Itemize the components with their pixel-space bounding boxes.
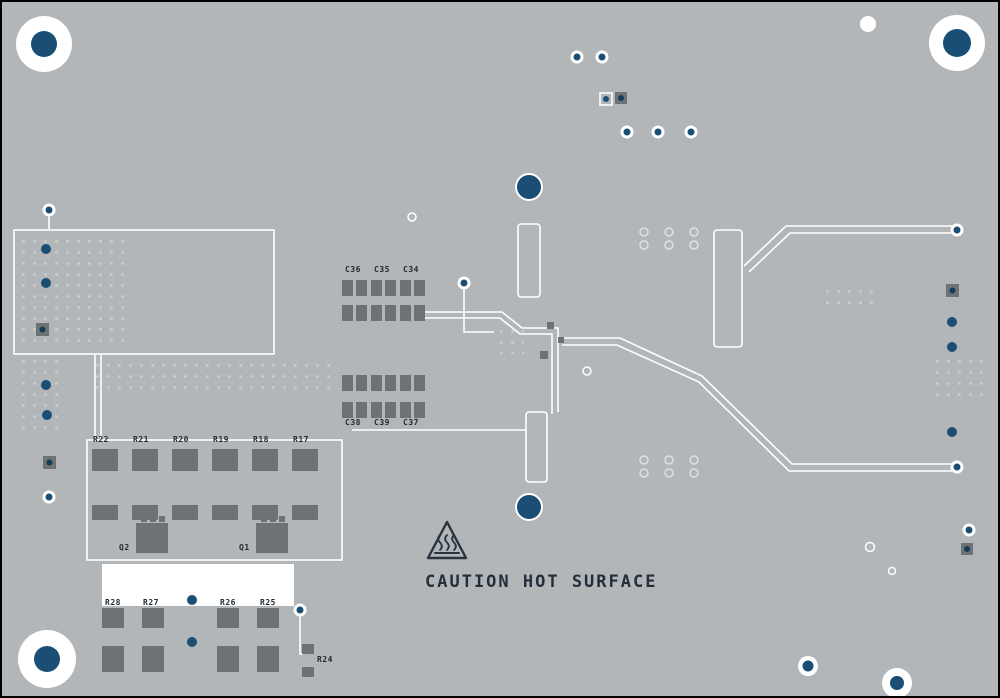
silk-ring-markers [407, 212, 897, 576]
via-dot-grid [92, 360, 338, 394]
via-dot-grid [822, 286, 876, 306]
via-layer [39, 50, 976, 647]
refdes-label-c34: C34 [403, 265, 419, 274]
refdes-label-q2: Q2 [119, 543, 130, 552]
refdes-label-c38: C38 [345, 418, 361, 427]
via-dot-grid [18, 356, 64, 432]
refdes-label-r21: R21 [133, 435, 149, 444]
refdes-label-r22: R22 [93, 435, 109, 444]
refdes-label-r26: R26 [220, 598, 236, 607]
refdes-label-r17: R17 [293, 435, 309, 444]
fiducial-rings [639, 227, 699, 478]
tooling-hole [860, 16, 876, 32]
smd-pad-layer [36, 92, 973, 677]
refdes-label-c39: C39 [374, 418, 390, 427]
refdes-label-q1: Q1 [239, 543, 250, 552]
refdes-label-r20: R20 [173, 435, 189, 444]
refdes-label-r24: R24 [317, 655, 333, 664]
silkscreen-trace-layer [13, 92, 952, 655]
caution-hot-surface-text: CAUTION HOT SURFACE [425, 572, 658, 592]
refdes-label-r25: R25 [260, 598, 276, 607]
refdes-label-r18: R18 [253, 435, 269, 444]
via-dot-grid [932, 356, 986, 398]
via-dot-grid [18, 236, 124, 346]
refdes-label-r19: R19 [213, 435, 229, 444]
hot-surface-warning-icon [426, 520, 468, 560]
refdes-label-r28: R28 [105, 598, 121, 607]
mounting-holes [16, 15, 985, 696]
refdes-label-r27: R27 [143, 598, 159, 607]
copper-pour-region [102, 564, 294, 606]
refdes-label-c35: C35 [374, 265, 390, 274]
refdes-label-c36: C36 [345, 265, 361, 274]
refdes-label-c37: C37 [403, 418, 419, 427]
via-dot-grid [496, 326, 524, 354]
